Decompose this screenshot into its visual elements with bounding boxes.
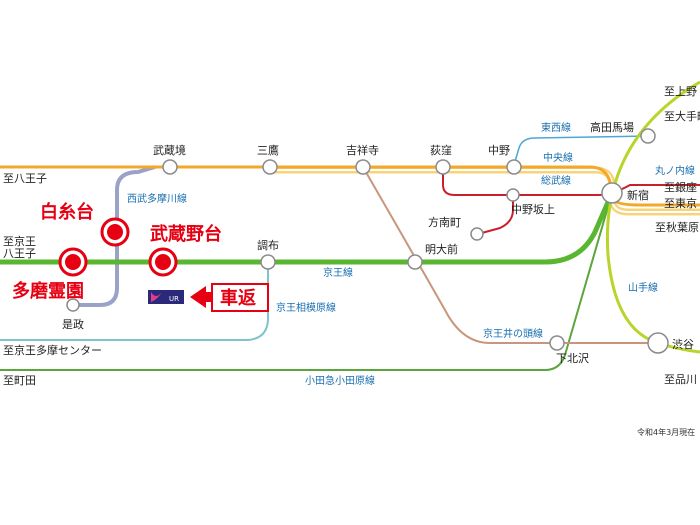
tozai-line <box>513 135 649 166</box>
line-label-keio: 京王線 <box>323 266 353 279</box>
depot-label: 車返 <box>220 287 256 309</box>
dest-keio-hachioji-1: 至京王 <box>3 234 36 248</box>
label-koremasa: 是政 <box>62 317 84 331</box>
keio-sagamihara-line <box>0 262 269 341</box>
dest-akihabara: 至秋葉原 <box>655 220 699 234</box>
line-label-chuo: 中央線 <box>543 151 573 164</box>
keio-line <box>0 192 615 265</box>
station-mitaka[interactable] <box>262 159 278 175</box>
station-honancho[interactable] <box>470 227 484 241</box>
label-chofu: 調布 <box>257 238 279 252</box>
depot-badge <box>148 290 184 304</box>
dest-ginza: 至銀座 <box>664 180 697 194</box>
label-shimokitazawa: 下北沢 <box>556 351 589 365</box>
label-honancho: 方南町 <box>428 215 461 229</box>
dest-machida: 至町田 <box>3 374 36 387</box>
station-kichijoji[interactable] <box>355 159 371 175</box>
dest-tokyo: 至東京 <box>664 196 697 210</box>
label-mitaka: 三鷹 <box>257 143 279 157</box>
station-ogikubo[interactable] <box>435 159 451 175</box>
label-musashisakai: 武蔵境 <box>153 143 186 157</box>
line-label-tozai: 東西線 <box>541 121 571 134</box>
highlight-label-tama-reien: 多磨霊園 <box>12 280 84 302</box>
dest-otemachi: 至大手町 <box>664 109 700 123</box>
station-takadanobaba[interactable] <box>640 128 656 144</box>
line-label-marunouchi: 丸ノ内線 <box>655 164 695 177</box>
station-koremasa[interactable] <box>66 298 80 312</box>
station-chofu[interactable] <box>260 254 276 270</box>
depot-badge-text: UR <box>169 295 179 303</box>
station-shimokitazawa[interactable] <box>549 335 565 351</box>
date-note: 令和4年3月現在 <box>637 427 695 437</box>
depot-logo-icon <box>151 292 162 302</box>
station-nakanosakaue[interactable] <box>506 188 520 202</box>
label-meidaimae: 明大前 <box>425 242 458 256</box>
depot-arrow-icon <box>190 286 212 308</box>
station-shinjuku[interactable] <box>601 182 623 204</box>
odakyu-line <box>0 192 613 371</box>
label-nakanosakaue: 中野坂上 <box>511 203 555 216</box>
label-shibuya: 渋谷 <box>672 338 694 351</box>
label-nakano: 中野 <box>488 144 510 157</box>
station-nakano[interactable] <box>506 159 522 175</box>
label-takadanobaba: 高田馬場 <box>590 120 634 134</box>
yamanote-line <box>605 80 700 354</box>
station-meidaimae[interactable] <box>407 254 423 270</box>
station-shibuya[interactable] <box>647 332 669 354</box>
depot-label-box <box>211 283 269 312</box>
line-label-odakyu: 小田急小田原線 <box>305 374 375 387</box>
label-ogikubo: 荻窪 <box>430 143 452 157</box>
station-musashisakai[interactable] <box>162 159 178 175</box>
dest-shinagawa: 至品川 <box>664 373 697 386</box>
line-label-keio-inokashira: 京王井の頭線 <box>483 327 543 340</box>
line-label-seibu-tamagawa: 西武多摩川線 <box>127 192 187 205</box>
highlight-label-musashinodai: 武蔵野台 <box>150 223 222 245</box>
dest-keio-tama-center: 至京王多摩センター <box>3 343 102 357</box>
depot-marker[interactable]: UR 車返 <box>148 283 269 312</box>
dest-keio-hachioji-2: 八王子 <box>3 247 36 260</box>
line-label-yamanote: 山手線 <box>628 281 658 294</box>
line-label-keio-sagamihara: 京王相模原線 <box>276 301 336 314</box>
label-shinjuku: 新宿 <box>627 188 649 202</box>
dest-ueno: 至上野 <box>664 85 697 98</box>
line-label-sobu: 総武線 <box>541 174 571 187</box>
highlight-label-shiraitodai: 白糸台 <box>40 201 94 223</box>
marunouchi-branch <box>477 195 514 235</box>
label-kichijoji: 吉祥寺 <box>346 143 379 157</box>
dest-hachioji: 至八王子 <box>3 172 47 185</box>
